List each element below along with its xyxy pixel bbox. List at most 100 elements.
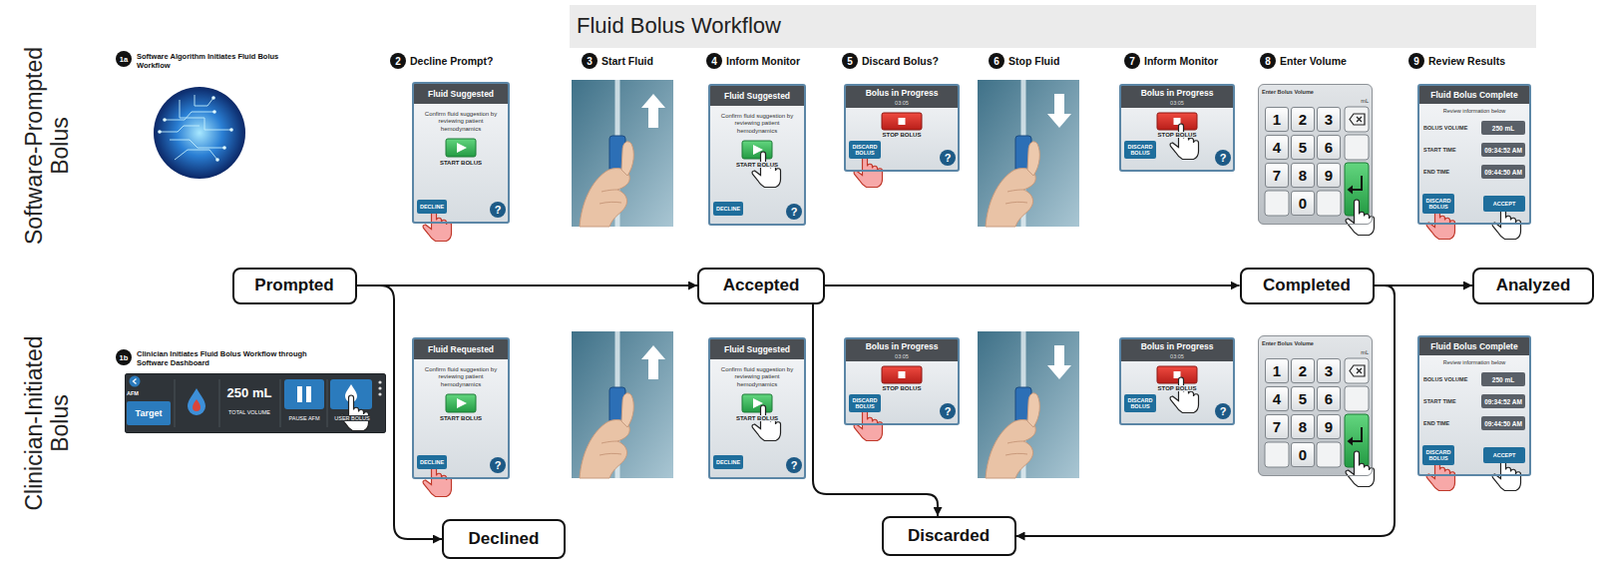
screen-message: Review information below xyxy=(1419,105,1530,115)
field-value: 250 mL xyxy=(1481,120,1526,135)
timer: 03:05 xyxy=(1121,97,1233,107)
row-label: Clinician-Initiated Bolus xyxy=(17,316,74,531)
decline-button: DECLINE xyxy=(713,201,744,216)
callout-number-text: 4 xyxy=(711,55,718,67)
screen-text: Bolus in Progress xyxy=(1141,341,1214,352)
label-text: Clinician-Initiated Bolus xyxy=(19,316,73,531)
label-text: Inform Monitor xyxy=(726,54,800,67)
button-caption: STOP BOLUS xyxy=(1151,130,1203,139)
screen-text: ACCEPT xyxy=(1493,200,1517,207)
screen-text: 250 mL xyxy=(1492,124,1515,132)
screen-mockup: Bolus in Progress03:05STOP BOLUSDISCARD … xyxy=(1119,83,1235,172)
keypad-key: 9 xyxy=(1316,413,1341,439)
screen-text: 09:44:50 AM xyxy=(1484,168,1523,176)
callout-number-text: 3 xyxy=(586,55,593,67)
screen-text: USER BOLUS xyxy=(333,414,371,421)
screen-text: Bolus in Progress xyxy=(1141,87,1214,98)
discard-button: DISCARD BOLUS xyxy=(1422,193,1455,214)
timer: 03:05 xyxy=(1121,351,1233,361)
screen-mockup: Bolus in Progress03:05STOP BOLUSDISCARD … xyxy=(1119,337,1235,425)
screen-text: 09:34:52 AM xyxy=(1484,398,1523,405)
discard-button: DISCARD BOLUS xyxy=(848,140,881,159)
discard-button: DISCARD BOLUS xyxy=(1422,444,1455,465)
screen-text: 03:05 xyxy=(894,99,909,106)
screen-text: END TIME xyxy=(1423,168,1450,175)
button-caption: START BOLUS xyxy=(724,159,791,169)
keypad-key: 6 xyxy=(1316,386,1341,411)
callout-number: 4 xyxy=(706,52,723,69)
screen-text: 03:05 xyxy=(1170,99,1185,106)
screen-text: Review information below xyxy=(1443,107,1507,114)
unit-label: mL xyxy=(1346,95,1369,105)
keypad-key: 4 xyxy=(1264,386,1289,411)
screen-message: Confirm fluid suggestion by reviewing pa… xyxy=(714,108,800,139)
screen-header: Bolus in Progress xyxy=(1121,86,1233,98)
flow-connector xyxy=(812,304,938,517)
state-label: Declined xyxy=(468,528,540,549)
step-title: Inform Monitor xyxy=(726,52,856,69)
screen-text: 03:05 xyxy=(1170,353,1185,360)
screen-text: DECLINE xyxy=(716,458,741,465)
screen-header: Bolus in Progress xyxy=(1121,340,1233,352)
keypad-key: 4 xyxy=(1264,134,1289,160)
screen-text: AFM xyxy=(126,390,139,397)
screen-text: Fluid Suggested xyxy=(724,90,791,101)
label-text: Inform Monitor xyxy=(1144,54,1218,67)
volume-value: 250 mL xyxy=(221,381,278,403)
screen-text: START BOLUS xyxy=(437,159,484,166)
screen-text: DECLINE xyxy=(716,205,741,212)
screen-text: 09:34:52 AM xyxy=(1484,146,1523,154)
state-label: Completed xyxy=(1262,275,1351,296)
label-text: Clinician Initiates Fluid Bolus Workflow… xyxy=(136,349,312,368)
screen-text: Fluid Requested xyxy=(427,344,494,355)
row-label: Software-Prompted Bolus xyxy=(17,38,74,254)
help-button: ? xyxy=(786,456,802,473)
screen-header: Fluid Suggested xyxy=(710,85,804,106)
button-caption: PAUSE AFM xyxy=(280,412,329,423)
screen-text: DECLINE xyxy=(419,458,444,465)
label-text: Decline Prompt? xyxy=(409,54,493,67)
screen-text: DISCARD BOLUS xyxy=(1422,448,1455,462)
help-button: ? xyxy=(489,456,506,473)
step-title: Stop Fluid xyxy=(1008,52,1139,69)
button-caption: STOP BOLUS xyxy=(1151,384,1203,393)
screen-text: mL xyxy=(1360,97,1369,104)
step-title: Decline Prompt? xyxy=(409,52,540,69)
keypad-key: 7 xyxy=(1264,413,1289,439)
screen-text: mL xyxy=(1360,349,1369,356)
screen-message: Confirm fluid suggestion by reviewing pa… xyxy=(417,106,504,137)
screen-text: 0 xyxy=(1298,194,1307,212)
state-box: Prompted xyxy=(232,267,358,305)
screen-text: ACCEPT xyxy=(1493,451,1517,458)
screen-text: DISCARD BOLUS xyxy=(1422,197,1455,211)
discard-button: DISCARD BOLUS xyxy=(1124,394,1157,412)
flow-connector xyxy=(1016,285,1396,536)
step-title: Review Results xyxy=(1428,52,1559,69)
field-label: END TIME xyxy=(1423,417,1480,428)
screen-text: Bolus in Progress xyxy=(865,341,939,352)
step-title: Software Algorithm Initiates Fluid Bolus… xyxy=(136,49,287,72)
field-value: 250 mL xyxy=(1481,372,1526,387)
keypad-screen: Enter Bolus VolumemL1234567890 xyxy=(1257,335,1373,476)
screen-header: Fluid Bolus Complete xyxy=(1419,85,1530,104)
field-label: BOLUS VOLUME xyxy=(1423,374,1480,385)
button-caption: START BOLUS xyxy=(427,157,494,167)
keypad-key: 3 xyxy=(1316,358,1341,384)
screen-mockup: Fluid SuggestedConfirm fluid suggestion … xyxy=(708,337,806,479)
callout-number: 1b xyxy=(115,349,132,366)
screen-text: END TIME xyxy=(1423,419,1450,426)
keypad-title: Enter Bolus Volume xyxy=(1261,86,1346,96)
discard-button: DISCARD BOLUS xyxy=(1124,140,1157,159)
keypad-key: 8 xyxy=(1290,413,1315,439)
screen-text: 2 xyxy=(1298,362,1307,380)
screen-text: START TIME xyxy=(1423,146,1457,153)
screen-text: Fluid Suggested xyxy=(724,344,791,355)
callout-number: 7 xyxy=(1124,52,1141,69)
screen-message: Confirm fluid suggestion by reviewing pa… xyxy=(417,362,504,393)
title-band: Fluid Bolus Workflow xyxy=(576,8,996,43)
field-label: BOLUS VOLUME xyxy=(1423,122,1480,133)
help-button: ? xyxy=(489,201,506,218)
field-value: 09:44:50 AM xyxy=(1481,415,1526,430)
decline-button: DECLINE xyxy=(713,454,744,469)
keypad-key: 2 xyxy=(1290,106,1315,132)
